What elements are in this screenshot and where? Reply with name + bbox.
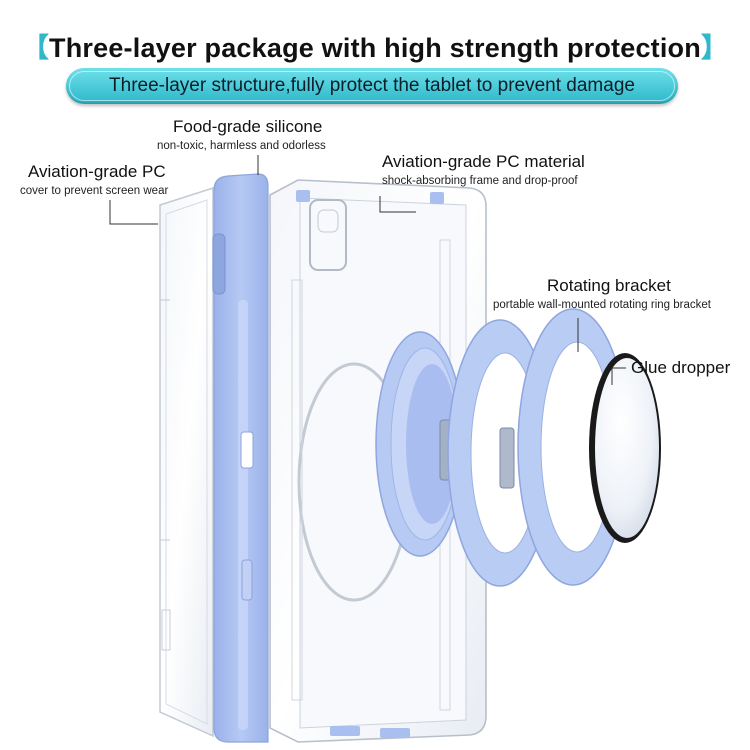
callout-pc-material: Aviation-grade PC material shock-absorbi… <box>382 152 585 187</box>
callout-pc-cover-desc: cover to prevent screen wear <box>20 185 169 197</box>
callout-pc-cover: Aviation-grade PC cover to prevent scree… <box>20 162 168 197</box>
subtitle-banner: Three-layer structure,fully protect the … <box>66 68 678 104</box>
callout-pc-cover-title: Aviation-grade PC <box>28 162 166 181</box>
banner-inner-border <box>69 71 675 101</box>
callout-silicone-desc: non-toxic, harmless and odorless <box>157 140 326 152</box>
silicone-layer <box>212 173 269 743</box>
headline-bracket-right: 】 <box>700 33 729 63</box>
callout-bracket-title: Rotating bracket <box>547 276 671 295</box>
callout-glue: Glue dropper <box>631 358 730 378</box>
callout-lines <box>109 155 626 385</box>
glue-dropper-disc <box>589 353 661 543</box>
callout-bracket-desc: portable wall-mounted rotating ring brac… <box>493 299 711 311</box>
callout-pc-material-desc: shock-absorbing frame and drop-proof <box>382 175 578 187</box>
subtitle-text: Three-layer structure,fully protect the … <box>109 75 635 96</box>
callout-silicone-title: Food-grade silicone <box>173 117 323 136</box>
callout-pc-material-title: Aviation-grade PC material <box>382 152 585 171</box>
headline-title: Three-layer package with high strength p… <box>49 33 701 63</box>
callout-bracket: Rotating bracket portable wall-mounted r… <box>493 276 711 311</box>
rotating-disc <box>375 331 465 557</box>
callout-silicone: Food-grade silicone non-toxic, harmless … <box>157 117 326 152</box>
callout-glue-title: Glue dropper <box>631 358 731 377</box>
front-pc-cover <box>159 186 214 738</box>
headline-bracket-left: 【 <box>21 33 50 63</box>
headline: 【Three-layer package with high strength … <box>0 26 750 65</box>
